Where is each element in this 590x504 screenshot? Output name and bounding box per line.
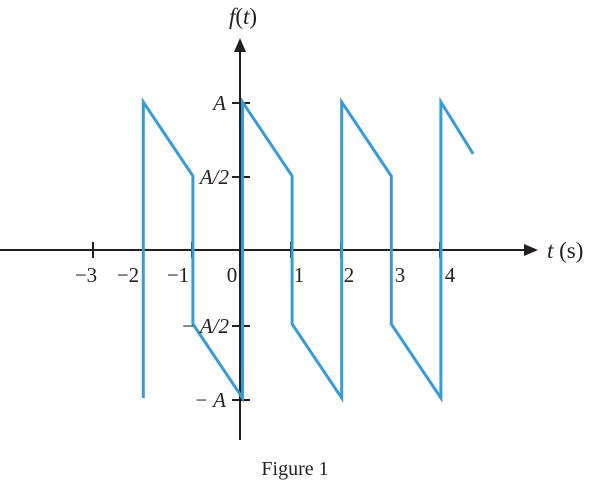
x-axis-arrow-icon [524,244,538,256]
y-axis-label-paren-close: ) [249,4,257,29]
x-tick-label: 1 [294,263,305,287]
y-tick-label-neg-A-half: − A/2 [181,314,230,338]
x-tick-label: 2 [344,263,355,287]
x-tick-label: 0 [227,263,238,287]
y-axis-label-var: t [243,4,250,29]
x-axis-label-unit: (s) [553,238,583,263]
x-tick-label: −2 [117,263,139,287]
x-tick-label: −1 [167,263,189,287]
x-tick-label: 4 [445,263,456,287]
y-axis-label: f(t) [229,4,257,29]
y-axis-label-paren-open: ( [235,4,243,29]
x-tick-label: 3 [395,263,406,287]
x-tick-labels: −3 −2 −1 0 1 2 3 4 [75,263,456,287]
x-axis-label-var: t [547,238,554,263]
y-axis-arrow-icon [234,38,246,52]
y-tick-labels: A A/2 − A/2 − A [181,91,230,412]
x-tick-label: −3 [75,263,97,287]
y-tick-label-neg-A: − A [194,388,226,412]
signal-waveform [141,96,475,403]
figure-caption: Figure 1 [261,458,328,480]
y-tick-label-A-half: A/2 [198,165,230,189]
y-tick-label-A: A [211,91,226,115]
y-axis-label-func: f [229,4,239,29]
x-axis-label: t (s) [547,238,583,263]
